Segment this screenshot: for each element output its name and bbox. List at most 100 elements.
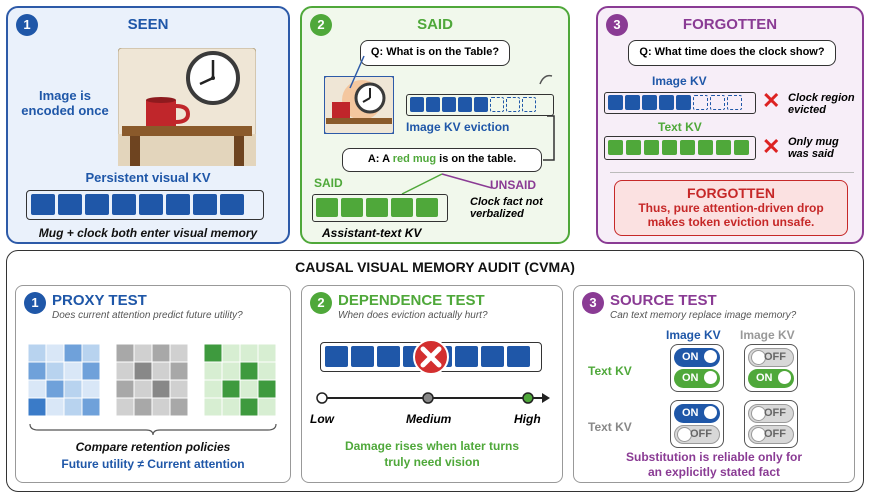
kv-token bbox=[366, 198, 388, 217]
proxy-caption-2: Future utility ≠ Current attention bbox=[61, 457, 245, 471]
proxy-caption: Compare retention policies bbox=[75, 440, 231, 454]
retention-grids bbox=[28, 344, 277, 417]
panel-title: SEEN bbox=[127, 16, 169, 33]
evicted-token bbox=[506, 97, 520, 112]
image-kv-label: Image KV bbox=[652, 74, 707, 88]
kv-token bbox=[391, 198, 413, 217]
eviction-x-icon bbox=[413, 339, 449, 375]
panel-seen: 1 SEEN Image is encoded once Persistent … bbox=[6, 6, 290, 244]
kv-token bbox=[112, 194, 136, 215]
kv-token bbox=[426, 97, 440, 112]
text-kv-row-off: Text KV bbox=[588, 420, 632, 434]
forgotten-box-text: Thus, pure attention-driven drop makes t… bbox=[638, 201, 824, 229]
image-kv-toggle[interactable]: OFF bbox=[748, 404, 794, 423]
panel-caption: Mug + clock both enter visual memory bbox=[38, 226, 258, 240]
step-number: 2 bbox=[310, 14, 332, 36]
clock-evicted-note: Clock region evicted bbox=[788, 92, 855, 116]
kv-token bbox=[416, 198, 438, 217]
kv-token bbox=[625, 95, 640, 110]
kv-token bbox=[642, 95, 657, 110]
image-kv-toggle[interactable]: ON bbox=[674, 404, 720, 423]
kv-token bbox=[676, 95, 691, 110]
proxy-subtitle: Does current attention predict future ut… bbox=[52, 310, 243, 321]
panel-title: SAID bbox=[417, 16, 453, 33]
step-number: 3 bbox=[606, 14, 628, 36]
kv-token bbox=[220, 194, 244, 215]
panel-title: FORGOTTEN bbox=[682, 16, 778, 33]
kv-token bbox=[608, 140, 623, 155]
step-number: 1 bbox=[16, 14, 38, 36]
forgotten-box: FORGOTTEN Thus, pure attention-driven dr… bbox=[614, 180, 848, 236]
unsaid-label: UNSAID bbox=[490, 178, 537, 192]
dependence-title: DEPENDENCE TEST bbox=[338, 292, 485, 309]
image-kv-header-on: Image KV bbox=[666, 328, 721, 342]
dependence-subtitle: When does eviction actually hurt? bbox=[338, 310, 488, 321]
text-kv-toggle[interactable]: OFF bbox=[748, 425, 794, 444]
question-bubble: Q: What time does the clock show? bbox=[628, 40, 836, 66]
kv-token bbox=[644, 140, 659, 155]
answer-highlight: red mug bbox=[392, 153, 437, 165]
image-kv-cells bbox=[608, 95, 742, 110]
encoded-once-label: Image is encoded once bbox=[21, 88, 109, 118]
image-kv-toggle[interactable]: OFF bbox=[748, 348, 794, 367]
kv-token bbox=[442, 97, 456, 112]
assistant-kv-cells bbox=[316, 198, 438, 217]
kv-token bbox=[377, 346, 400, 367]
question-bubble: Q: What is on the Table? bbox=[360, 40, 510, 66]
text-kv-toggle[interactable]: OFF bbox=[674, 425, 720, 444]
image-kv-bar bbox=[604, 92, 756, 114]
damage-scale bbox=[316, 392, 550, 404]
brace bbox=[29, 423, 277, 436]
kv-token bbox=[481, 346, 504, 367]
kv-token bbox=[680, 140, 695, 155]
only-mug-note: Only mug was said bbox=[788, 136, 839, 160]
text-kv-toggle[interactable]: ON bbox=[748, 369, 794, 388]
proxy-test-panel: 1 PROXY TEST Does current attention pred… bbox=[15, 285, 291, 483]
source-title: SOURCE TEST bbox=[610, 292, 717, 309]
proxy-title: PROXY TEST bbox=[52, 292, 147, 309]
image-kv-bar bbox=[406, 94, 554, 116]
kv-token bbox=[85, 194, 109, 215]
image-kv-header-off: Image KV bbox=[740, 328, 795, 342]
scale-low: Low bbox=[310, 412, 334, 426]
kv-token bbox=[507, 346, 530, 367]
text-kv-toggle[interactable]: ON bbox=[674, 369, 720, 388]
text-kv-row-on: Text KV bbox=[588, 364, 632, 378]
kv-token bbox=[608, 95, 623, 110]
kv-token bbox=[316, 198, 338, 217]
evicted-token bbox=[490, 97, 504, 112]
dependence-test-panel: 2 DEPENDENCE TEST When does eviction act… bbox=[301, 285, 563, 483]
kv-token bbox=[31, 194, 55, 215]
fail-x-icon: ✕ bbox=[762, 88, 781, 113]
toggle-pair: ON OFF bbox=[670, 400, 724, 448]
kv-token bbox=[58, 194, 82, 215]
kv-token bbox=[455, 346, 478, 367]
step-number: 1 bbox=[24, 292, 46, 314]
assistant-kv-bar bbox=[312, 194, 448, 222]
kv-token bbox=[193, 194, 217, 215]
scale-medium: Medium bbox=[406, 412, 452, 426]
panel-said: 2 SAID Q: What is on the Table? Image KV… bbox=[300, 6, 570, 244]
toggle-pair: OFF OFF bbox=[744, 400, 798, 448]
evicted-token bbox=[710, 95, 725, 110]
forgotten-box-title: FORGOTTEN bbox=[687, 185, 775, 201]
evicted-token bbox=[522, 97, 536, 112]
image-kv-toggle[interactable]: ON bbox=[674, 348, 720, 367]
attention-grid bbox=[28, 344, 101, 417]
audit-container: CAUSAL VISUAL MEMORY AUDIT (CVMA) 1 PROX… bbox=[6, 250, 864, 492]
dependence-caption: Damage rises when later turns truly need… bbox=[344, 439, 520, 469]
kv-token bbox=[341, 198, 363, 217]
table-scene-image bbox=[118, 48, 256, 166]
answer-bubble: A: A red mug is on the table. bbox=[342, 148, 542, 172]
step-number: 2 bbox=[310, 292, 332, 314]
image-kv-cells bbox=[410, 97, 536, 112]
kv-token bbox=[698, 140, 713, 155]
divider bbox=[610, 172, 854, 173]
assistant-kv-label: Assistant-text KV bbox=[322, 226, 422, 240]
text-kv-cells bbox=[608, 140, 749, 155]
kv-token bbox=[716, 140, 731, 155]
branch-arrows bbox=[349, 55, 555, 195]
kv-token bbox=[166, 194, 190, 215]
scale-high: High bbox=[514, 412, 541, 426]
persistent-kv-label: Persistent visual KV bbox=[85, 170, 211, 185]
